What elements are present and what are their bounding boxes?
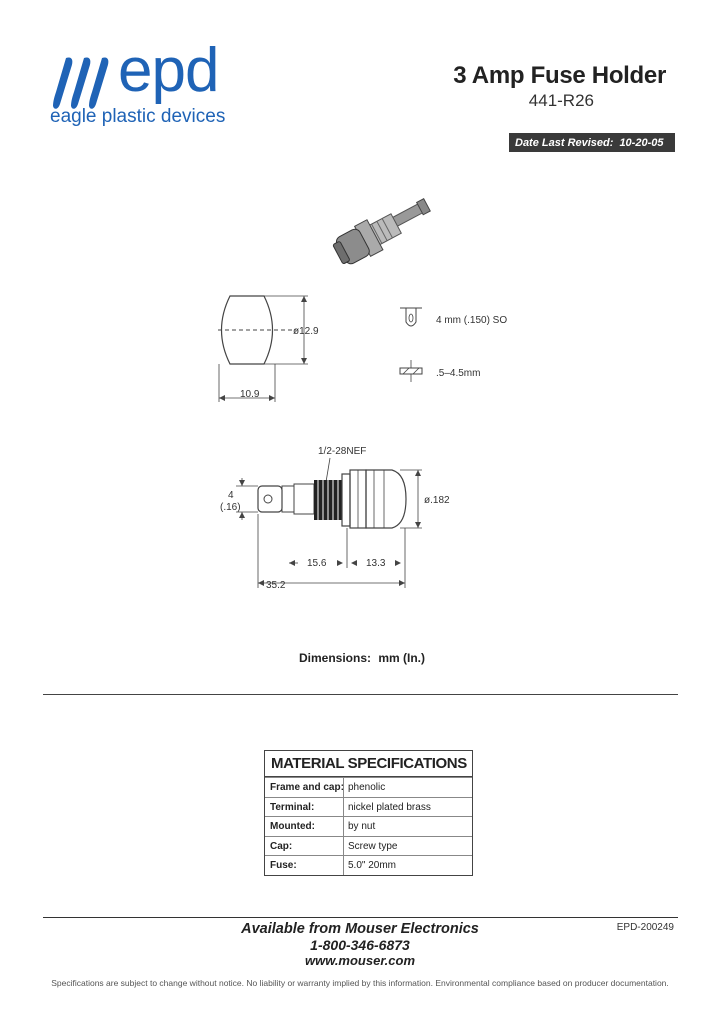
body-dia-label: ø.182 [424,495,450,506]
thread-label: 1/2-28NEF [318,446,366,457]
divider [43,694,678,695]
logo-wordmark: epd [118,36,219,105]
spec-value: phenolic [348,782,386,793]
so-label: 4 mm (.150) SO [436,315,507,326]
technical-drawing: ø12.9 10.9 4 mm (.150) SO .5–4.5mm 1/2-2… [218,197,507,591]
dimensions-units: mm (In.) [378,651,426,665]
side-view: 1/2-28NEF 4 (.16) [220,446,450,591]
front-view: ø12.9 10.9 [218,295,319,402]
specs-heading: MATERIAL SPECIFICATIONS [265,751,472,777]
website-link[interactable]: www.mouser.com [304,953,416,968]
panel-thickness-symbol: .5–4.5mm [399,360,480,382]
solder-terminal-symbol: 4 mm (.150) SO [400,307,507,327]
spec-key: Frame and cap: [265,778,344,797]
product-photo [332,197,431,265]
revised-badge: Date Last Revised: 10-20-05 [509,133,675,152]
spec-value: Screw type [348,840,398,852]
spec-value: nickel plated brass [348,801,431,813]
revised-date: 10-20-05 [619,136,664,149]
front-dia-label: ø12.9 [293,326,319,337]
spec-key: Cap: [265,836,344,855]
table-row: Terminal: nickel plated brass [265,796,472,816]
logo-stripes-icon [53,57,109,109]
logo-tagline: eagle plastic devices [50,106,226,127]
total-length-label: 35.2 [266,580,286,591]
seg1-label: 15.6 [307,558,327,569]
spec-key: Fuse: [265,856,344,875]
spec-value: by nut [348,821,376,832]
document-number: EPD-200249 [616,922,674,933]
availability-text: Available from Mouser Electronics [241,921,479,937]
panel-label: .5–4.5mm [436,368,480,379]
phone-number: 1-800-346-6873 [310,937,410,953]
side-height-inch-label: (.16) [220,502,241,513]
dimensions-note: Dimensions: mm (In.) [0,651,720,665]
side-height-label: 4 [228,490,234,501]
disclaimer: Specifications are subject to change wit… [51,978,669,988]
table-row: Fuse: 5.0" 20mm [265,855,472,875]
seg2-label: 13.3 [366,558,386,569]
dimensions-label: Dimensions: [298,651,371,665]
front-width-label: 10.9 [240,389,260,400]
company-logo: epd eagle plastic devices [44,40,244,130]
table-row: Frame and cap: phenolic [265,777,472,797]
material-specs-table: MATERIAL SPECIFICATIONS Frame and cap: p… [264,750,473,876]
spec-key: Terminal: [265,797,344,816]
part-number: 441-R26 [528,91,594,110]
spec-key: Mounted: [265,817,344,836]
table-row: Mounted: by nut [265,816,472,836]
table-row: Cap: Screw type [265,835,472,855]
revised-label: Date Last Revised: [515,136,614,149]
footer-divider [43,917,678,918]
page-title: 3 Amp Fuse Holder [453,62,666,89]
spec-value: 5.0" 20mm [348,860,397,871]
